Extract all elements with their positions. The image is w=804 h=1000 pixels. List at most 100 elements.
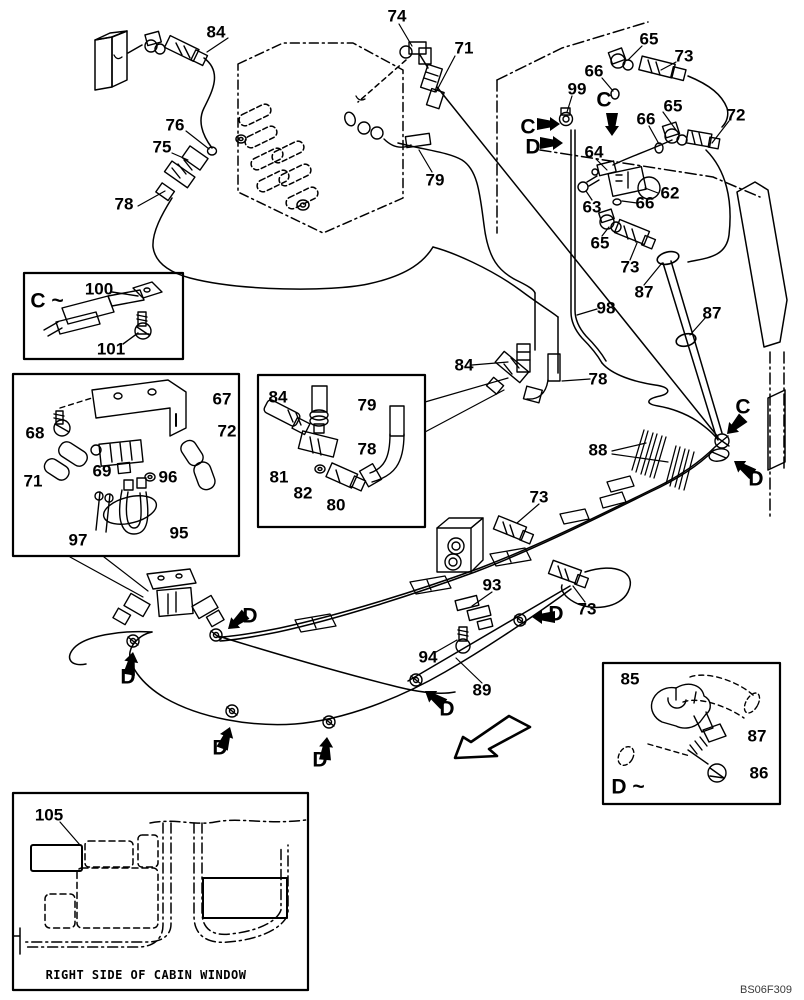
solenoid-valve-62 — [577, 139, 673, 206]
detail-box-c — [22, 271, 185, 361]
callout-78-mid: 78 — [588, 369, 608, 389]
callout-71-box: 71 — [23, 471, 43, 491]
valve-block-panel — [237, 42, 404, 234]
cabin-window-caption: RIGHT SIDE OF CABIN WINDOW — [45, 968, 247, 982]
callout-66-low: 66 — [635, 193, 655, 213]
callout-66-mid: 66 — [636, 109, 656, 129]
view-c-arrow-right-side — [727, 413, 748, 434]
top-left-box-part — [94, 30, 143, 91]
fitting-99 — [558, 107, 574, 127]
detail-box-cabin — [11, 791, 310, 992]
callout-66-top: 66 — [584, 61, 604, 81]
callout-94: 94 — [418, 647, 438, 667]
view-d-arrow-4 — [319, 737, 334, 761]
view-letter-d-left: D — [525, 135, 541, 159]
callout-88: 88 — [588, 440, 608, 460]
callout-89: 89 — [472, 680, 492, 700]
pump-component — [436, 517, 484, 573]
detail-box-valve — [11, 372, 241, 558]
callout-78-box: 78 — [357, 439, 377, 459]
detail-box-cabin-art — [13, 819, 307, 955]
callout-72: 72 — [726, 105, 746, 125]
callout-76: 76 — [165, 115, 185, 135]
view-letter-c-right: C — [735, 395, 751, 419]
view-letter-c-top: C — [596, 88, 612, 112]
callout-99: 99 — [567, 79, 587, 99]
detail-box-d-art — [617, 674, 761, 783]
detail-c-title: C ~ — [30, 289, 64, 313]
valve-block-slots — [238, 103, 319, 210]
callout-100: 100 — [84, 279, 114, 299]
view-d-arrow-right — [540, 136, 563, 150]
detail-box-d — [601, 661, 782, 806]
hose-tabs — [294, 508, 590, 633]
callout-73-pump: 73 — [529, 487, 549, 507]
fitting-72-65-right — [654, 121, 721, 154]
callout-73-mid: 73 — [620, 257, 640, 277]
callout-80: 80 — [326, 495, 346, 515]
view-d-arrow-6 — [532, 610, 555, 624]
callout-68: 68 — [25, 423, 45, 443]
callout-84-top: 84 — [206, 22, 226, 42]
fitting-79-hose-end — [344, 111, 432, 149]
view-letter-d-3: D — [212, 736, 228, 760]
callout-101: 101 — [96, 339, 126, 359]
callout-95: 95 — [169, 523, 189, 543]
callout-98: 98 — [596, 298, 616, 318]
view-d-arrow-1 — [228, 609, 250, 629]
view-letter-d-1: D — [242, 604, 258, 628]
fitting-78-middle — [522, 353, 561, 404]
detail-box-tee-art — [263, 385, 405, 492]
bracket-93 — [454, 594, 494, 631]
callout-65-top: 65 — [639, 29, 659, 49]
cab-outline — [496, 21, 761, 234]
hose-clamps — [126, 613, 527, 729]
detail-d-title: D ~ — [611, 775, 645, 799]
callout-71: 71 — [454, 38, 474, 58]
fitting-65-73-lower — [598, 208, 657, 250]
ring-66-top — [610, 88, 620, 100]
callout-79: 79 — [425, 170, 445, 190]
view-c-arrow-right — [537, 117, 560, 131]
callout-64: 64 — [584, 142, 604, 162]
callout-87-top: 87 — [634, 282, 654, 302]
lower-left-assembly — [112, 568, 225, 628]
callout-105: 105 — [34, 805, 64, 825]
view-c-arrow-down — [605, 113, 619, 136]
callout-62: 62 — [660, 183, 680, 203]
fitting-71 — [419, 63, 445, 110]
fitting-84-middle — [485, 343, 531, 395]
callout-81: 81 — [269, 467, 289, 487]
callout-79-box: 79 — [357, 395, 377, 415]
fitting-74 — [399, 41, 432, 65]
callout-82: 82 — [293, 483, 313, 503]
callout-87-mid: 87 — [702, 303, 722, 323]
tank-outline — [736, 181, 788, 471]
callout-86: 86 — [749, 763, 769, 783]
tank-hidden-lines — [769, 351, 785, 521]
detail-box-tee — [256, 373, 427, 529]
hose-brackets-right — [599, 475, 635, 509]
squiggle-mark — [355, 95, 366, 101]
view-d-arrow-5 — [425, 691, 448, 710]
callout-97: 97 — [68, 530, 88, 550]
callout-93: 93 — [482, 575, 502, 595]
callout-73-top: 73 — [674, 46, 694, 66]
callout-73-low: 73 — [577, 599, 597, 619]
callout-84-mid: 84 — [454, 355, 474, 375]
callout-78-left: 78 — [114, 194, 134, 214]
callout-87-box: 87 — [747, 726, 767, 746]
callout-74: 74 — [387, 6, 407, 26]
figure-code: BS06F309 — [740, 984, 792, 996]
view-d-arrow-2 — [123, 652, 139, 676]
view-letter-d-5: D — [439, 697, 455, 721]
view-letter-d-2: D — [120, 665, 136, 689]
callout-67: 67 — [212, 389, 232, 409]
bolt-94 — [455, 626, 471, 654]
squiggle-mark-2 — [113, 54, 123, 60]
clamp-c-d-fittings — [708, 433, 730, 462]
callout-85: 85 — [620, 669, 640, 689]
callout-96: 96 — [158, 467, 178, 487]
